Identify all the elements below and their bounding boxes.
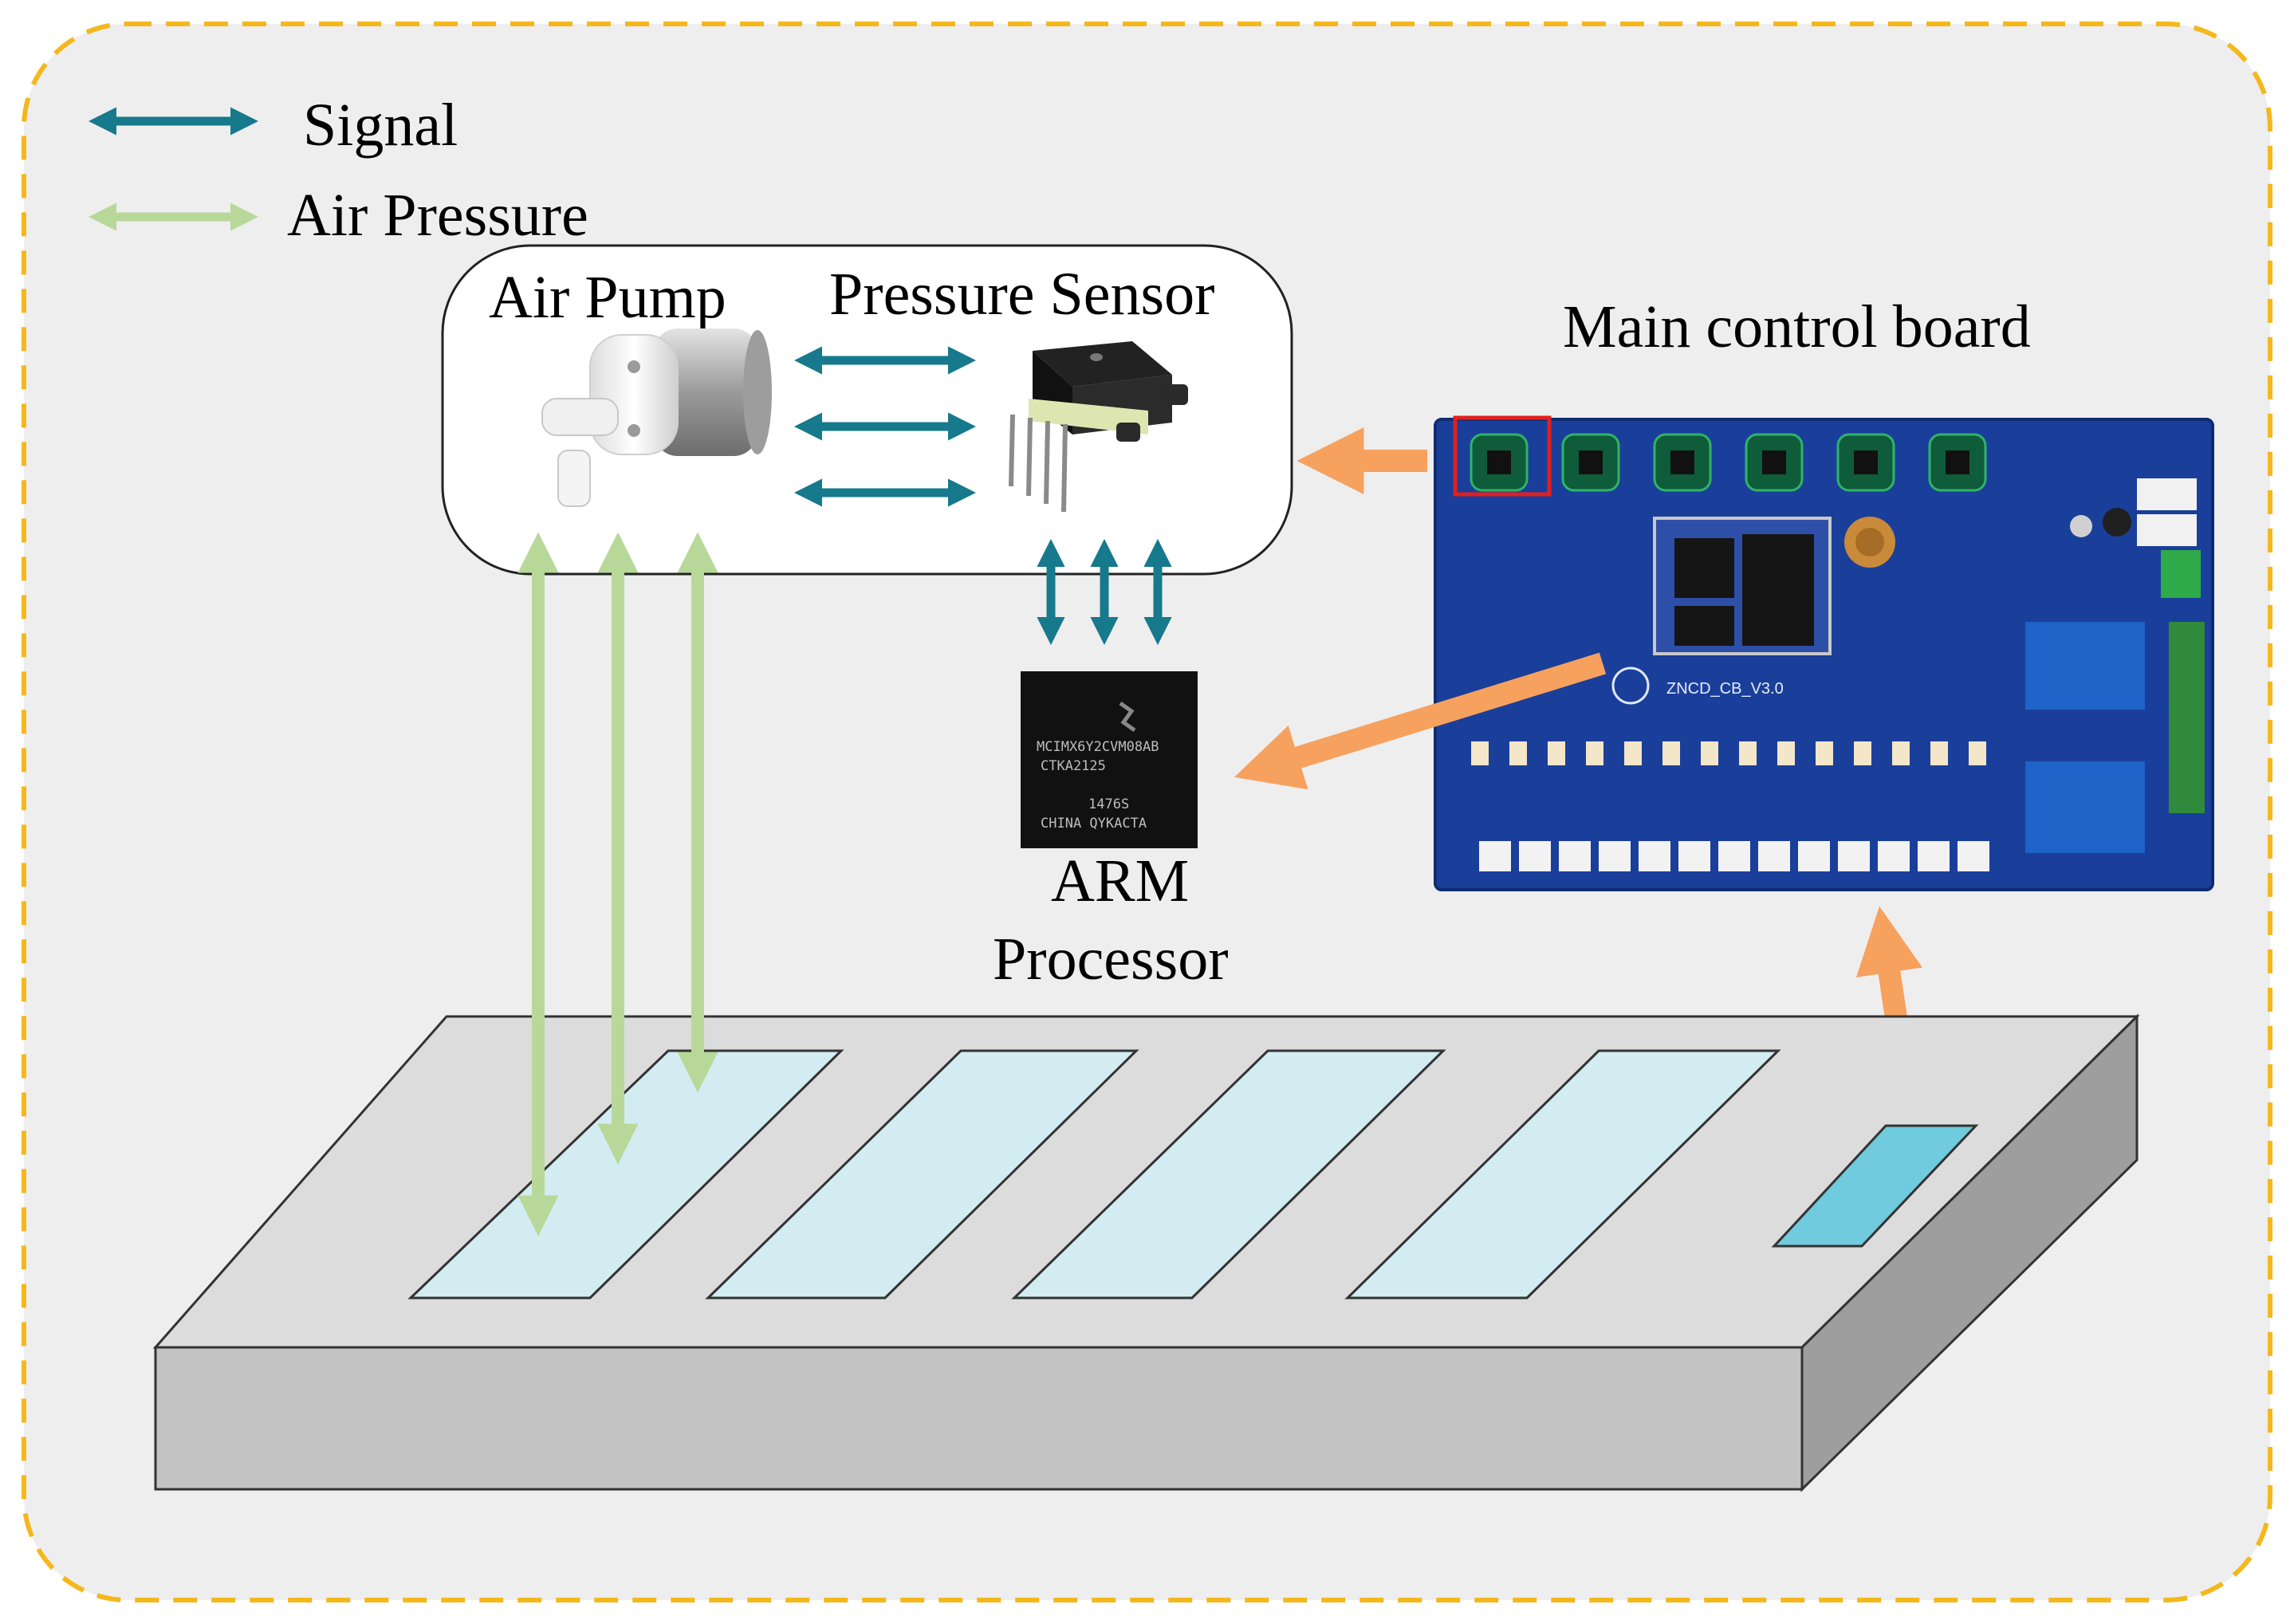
module-arm-signal-arrows [1037, 538, 1172, 646]
chip-marking-2: CTKA2125 [1041, 758, 1106, 774]
highlight-box [1453, 415, 1552, 497]
legend: Signal Air Pressure [88, 92, 588, 249]
pressure-pad [407, 1049, 844, 1300]
chip-marking-4: CHINA QYKACTA [1041, 816, 1147, 832]
board-silkscreen: ZNCD_CB_V3.0 [1666, 680, 1784, 698]
platform-side [1800, 1013, 2139, 1492]
air-pump-icon [541, 328, 772, 507]
pressure-pad [705, 1049, 1139, 1300]
chip-marking-3: 1476S [1088, 796, 1129, 812]
pump-sensor-module [441, 244, 1293, 576]
arm-label-line1: ARM [1051, 847, 1189, 914]
platform-sensor-pad [1771, 1124, 1979, 1248]
pressure-pad [1344, 1049, 1781, 1300]
legend-signal-label: Signal [303, 92, 458, 159]
air-pump-label: Air Pump [489, 264, 726, 331]
pressure-pad [1011, 1049, 1446, 1300]
chip-marking-1: MCIMX6Y2CVM08AB [1037, 739, 1159, 755]
arm-chip: MCIMX6Y2CVM08AB CTKA2125 1476S CHINA QYK… [1021, 671, 1198, 848]
legend-air-label: Air Pressure [287, 182, 588, 249]
arm-label-line2: Processor [993, 926, 1229, 993]
pressure-sensor-icon [1009, 341, 1188, 513]
air-pressure-arrows [517, 532, 718, 1237]
pressure-sensor-label: Pressure Sensor [829, 261, 1214, 328]
pump-sensor-signal-arrows [793, 346, 977, 507]
sensing-platform [152, 1013, 2140, 1492]
platform-front [154, 1346, 1804, 1491]
main-control-board: ZNCD_CB_V3.0 [1434, 415, 2214, 891]
main-board-label: Main control board [1563, 293, 2031, 360]
board-to-arm-arrow [1234, 652, 1607, 790]
